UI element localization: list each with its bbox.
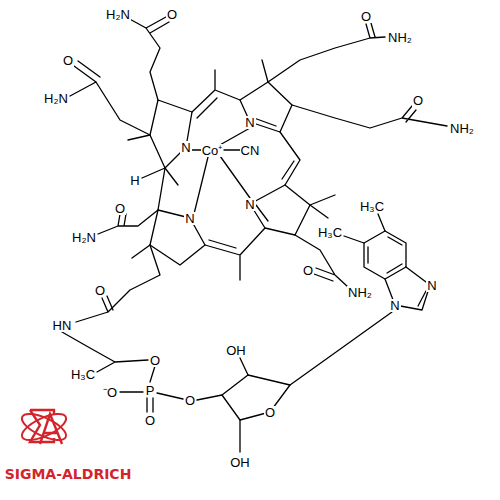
atom-label: N [389, 299, 400, 312]
atom-label: N [184, 212, 195, 225]
atom-label: O [166, 8, 178, 21]
atom-label: H₃C [359, 200, 385, 213]
atom-label: O [144, 414, 156, 427]
atom-label: HN [52, 319, 73, 332]
atom-label: NH₂ [387, 31, 413, 44]
atom-label: H₂N [71, 231, 97, 244]
atom-label: O [264, 406, 276, 419]
atom-label: P [145, 384, 156, 397]
atom-label: CN [240, 144, 261, 157]
atom-label: O [94, 284, 106, 297]
atom-label: Co⁺ [201, 144, 224, 157]
atom-label: N [180, 141, 191, 154]
atom-label: O [302, 264, 314, 277]
atom-label: H₂N [43, 92, 69, 105]
atom-label: ⁻O [102, 386, 118, 399]
atom-label: O [62, 54, 74, 67]
atom-label: OH [225, 344, 247, 357]
atom-label: NH₂ [347, 286, 373, 299]
atom-label: N [244, 198, 255, 211]
atom-label: N [244, 116, 255, 129]
atom-label: O [114, 202, 126, 215]
atom-label: N [426, 279, 437, 292]
atom-label: O [412, 94, 424, 107]
brand-name: SIGMA-ALDRICH [4, 467, 133, 481]
atom-label: O [184, 394, 196, 407]
atom-label: O [360, 10, 372, 23]
atom-label: H₃C [317, 226, 343, 239]
atom-label: O [149, 354, 161, 367]
atom-label: H₂N [105, 8, 131, 21]
atom-label: H₃C [70, 368, 96, 381]
atom-label: NH₂ [449, 122, 475, 135]
atom-label: OH [229, 456, 251, 469]
atom-label: H [129, 174, 140, 187]
